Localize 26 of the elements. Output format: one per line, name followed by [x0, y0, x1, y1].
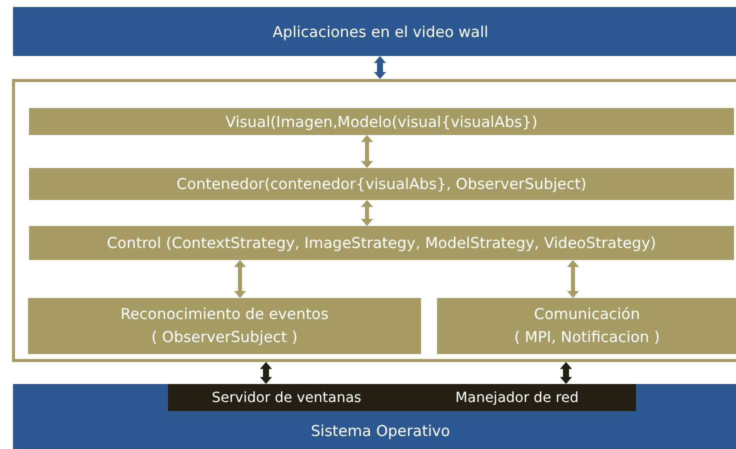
layer-bar — [29, 168, 734, 200]
double-arrow — [234, 260, 246, 298]
layer-title: Aplicaciones en el video wall — [272, 22, 490, 42]
layer-title: Sistema Operativo — [310, 421, 452, 441]
layer-label: Manejador de red — [454, 389, 580, 408]
double-arrow — [361, 200, 373, 226]
layer-label: Reconocimiento de eventos — [119, 304, 330, 324]
module-box — [437, 298, 736, 354]
layer-detail: ( ObserverSubject ) — [150, 327, 299, 347]
double-arrow — [361, 135, 373, 168]
layer-label: Visual(Imagen,Modelo(visual{visualAbs}) — [224, 112, 538, 132]
layer-label: Contenedor(contenedor{visualAbs}, ObserverSubject) — [175, 174, 588, 194]
layer-label: Servidor de ventanas — [210, 389, 362, 408]
double-arrow — [374, 56, 386, 79]
layer-label: Control (ContextStrategy, ImageStrategy, ModelStrategy, VideoStrategy) — [106, 233, 658, 253]
double-arrow — [567, 260, 579, 298]
double-arrow — [560, 362, 572, 384]
layer-bar — [29, 108, 734, 135]
system-bar — [13, 384, 736, 449]
module-frame — [12, 79, 736, 362]
layer-detail: ( MPI, Notificacion ) — [513, 327, 661, 347]
layer-label: Comunicación — [533, 304, 641, 324]
module-box — [28, 298, 421, 354]
layer-bar — [29, 226, 734, 260]
application-bar — [13, 7, 736, 56]
double-arrow — [260, 362, 272, 384]
